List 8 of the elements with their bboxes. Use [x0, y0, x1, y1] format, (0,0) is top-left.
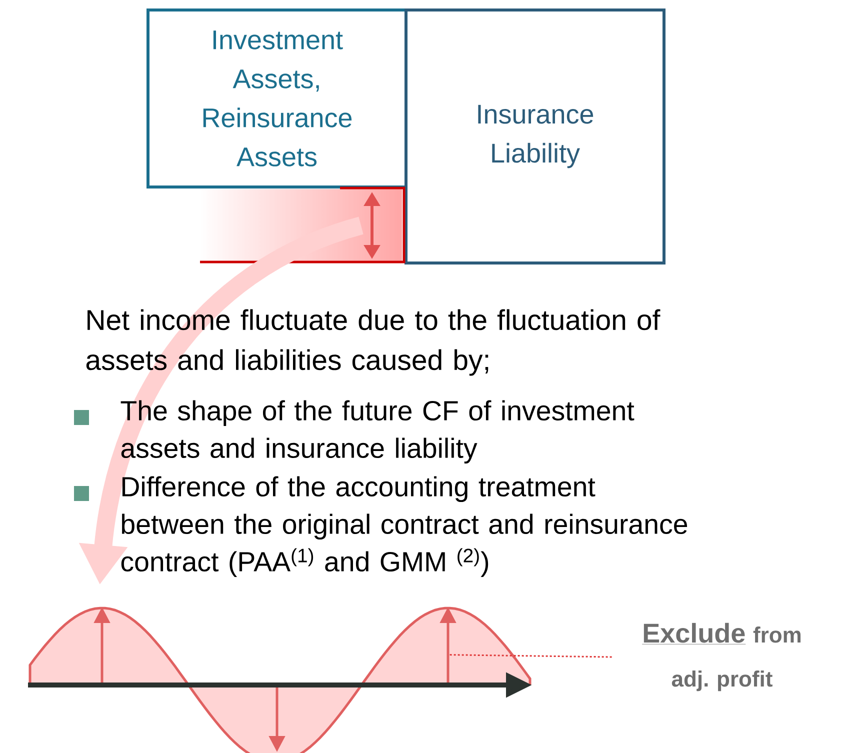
text-box: Insurance Liability	[404, 8, 666, 264]
highlight-band	[200, 186, 406, 264]
leader-line	[450, 654, 612, 658]
text-box: Investment Assets, Reinsurance Assets	[146, 8, 408, 188]
callout-text: Exclude from adj. profit	[642, 622, 801, 692]
bullet-text: Difference of the accounting treatment between the original contract and reinsurance contract (PAA$^{(1)}$ and GMM $^{(2)}$)	[121, 476, 688, 578]
paragraph: Net income fluctuate due to the fluctuation of assets and liabilities caused by;	[86, 309, 660, 376]
bullet-text: The shape of the future CF of investment assets and insurance liability	[120, 400, 634, 464]
